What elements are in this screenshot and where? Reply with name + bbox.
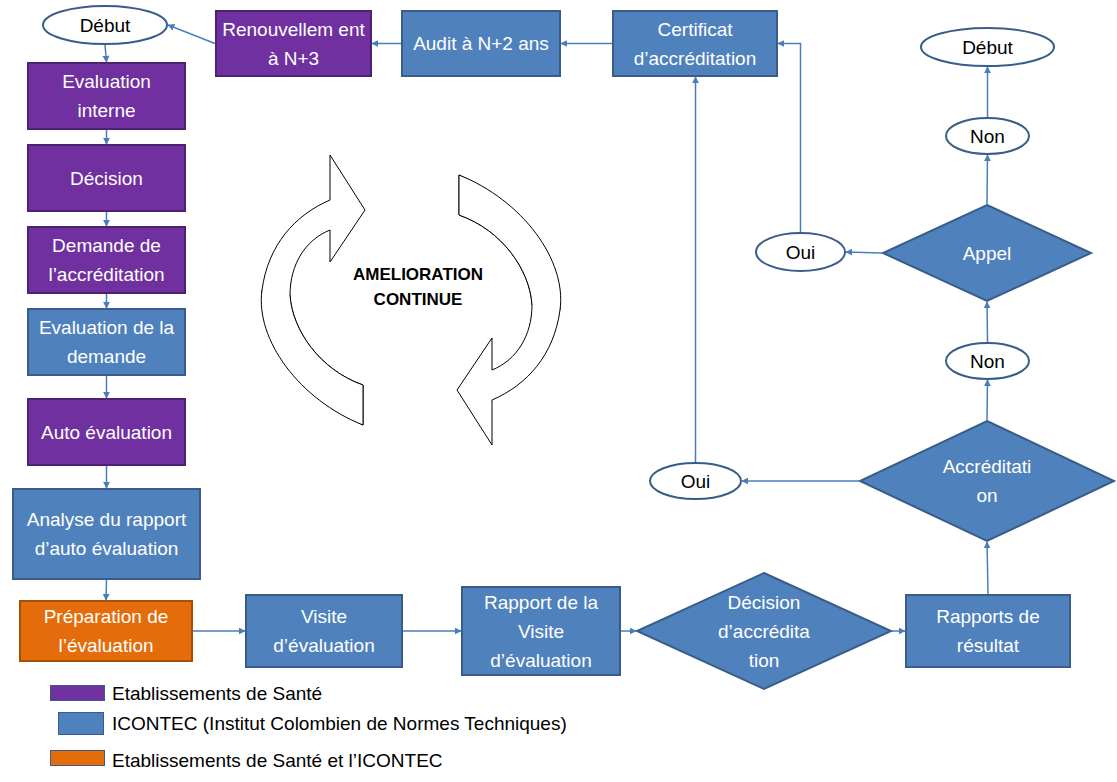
decision-diamond: Accréditati on	[859, 420, 1115, 542]
flow-arrow	[892, 630, 905, 632]
legend-swatch	[58, 712, 104, 735]
flow-arrow	[106, 130, 108, 144]
flow-arrow	[106, 212, 108, 226]
process-box: Audit à N+2 ans	[401, 10, 561, 77]
node-text: Auto évaluation	[32, 418, 182, 447]
flow-arrow	[105, 580, 107, 600]
node-text: Certificat d’accréditation	[614, 15, 776, 73]
node-text: Rapports de résultat	[913, 602, 1063, 660]
node-text: Non	[948, 122, 1028, 151]
node-text: Evaluation de la demande	[32, 313, 182, 371]
node-text: Demande de l’accréditation	[29, 231, 184, 289]
flow-arrow	[986, 380, 988, 420]
flow-arrow	[778, 44, 801, 233]
process-box: Visite d’évaluation	[245, 594, 403, 668]
process-box: Evaluation interne	[27, 62, 186, 130]
flow-arrow	[742, 480, 859, 482]
node-text: Début	[928, 33, 1048, 62]
flow-arrow	[106, 294, 108, 308]
node-text: Rapport de la Visite d’évaluation	[466, 588, 616, 675]
flow-arrow	[193, 630, 245, 632]
process-box: Evaluation de la demande	[27, 308, 186, 376]
flow-arrow	[986, 302, 988, 342]
process-box: Rapport de la Visite d’évaluation	[461, 586, 621, 676]
process-box: Préparation de l’évaluation	[19, 600, 193, 662]
flow-arrow	[987, 67, 989, 117]
node-text: Oui	[656, 467, 736, 496]
process-box: Rapports de résultat	[905, 594, 1071, 668]
node-text: Non	[948, 347, 1028, 376]
flow-arrow	[106, 466, 108, 488]
terminal-ellipse: Non	[945, 117, 1030, 155]
flow-arrow	[695, 77, 697, 462]
flow-arrow	[106, 376, 108, 398]
flow-arrow	[372, 43, 401, 45]
process-box: Décision	[27, 144, 186, 212]
node-text: Audit à N+2 ans	[406, 29, 556, 58]
legend-text: Etablissements de Santé et l’ICONTEC	[112, 750, 443, 772]
flow-arrow	[987, 542, 988, 594]
node-text: Appel	[927, 239, 1047, 268]
diamond-outline	[859, 420, 1115, 542]
process-box: Demande de l’accréditation	[27, 226, 186, 294]
flow-arrow	[105, 45, 107, 62]
decision-diamond: Appel	[882, 204, 1092, 302]
node-text: Accréditati on	[932, 452, 1042, 510]
flow-arrow	[986, 155, 988, 204]
node-text: Décision	[32, 164, 182, 193]
terminal-ellipse: Non	[945, 342, 1030, 380]
flow-arrow	[403, 630, 461, 632]
node-text: Décision d’accrédita tion	[704, 588, 824, 675]
legend-text: Etablissements de Santé	[112, 683, 322, 705]
node-text: Début	[50, 11, 160, 40]
flow-arrow	[561, 43, 612, 45]
center-label: AMELIORATION CONTINUE	[318, 262, 518, 312]
process-box: Auto évaluation	[27, 398, 186, 466]
flow-arrow	[846, 252, 882, 253]
node-text: Visite d’évaluation	[249, 602, 399, 660]
process-box: Analyse du rapport d’auto évaluation	[12, 488, 201, 580]
cycle-arrow-left	[261, 155, 365, 425]
flow-arrow	[621, 630, 636, 632]
terminal-ellipse: Oui	[755, 232, 846, 272]
terminal-ellipse: Début	[42, 5, 168, 45]
flow-arrow	[168, 25, 215, 44]
cycle-arrow-right	[457, 175, 561, 445]
legend-swatch	[50, 750, 105, 766]
process-box: Certificat d’accréditation	[612, 10, 778, 77]
legend-text: ICONTEC (Institut Colombien de Normes Te…	[112, 713, 567, 735]
decision-diamond: Décision d’accrédita tion	[636, 572, 892, 690]
node-text: Oui	[761, 238, 841, 267]
node-text: Préparation de l’évaluation	[24, 602, 189, 660]
legend-swatch	[50, 685, 105, 701]
node-text: Analyse du rapport d’auto évaluation	[22, 505, 192, 563]
node-text: Renouvellem ent à N+3	[219, 15, 369, 73]
node-text: Evaluation interne	[32, 67, 182, 125]
process-box: Renouvellem ent à N+3	[215, 10, 372, 77]
terminal-ellipse: Début	[920, 27, 1055, 67]
terminal-ellipse: Oui	[649, 462, 742, 500]
